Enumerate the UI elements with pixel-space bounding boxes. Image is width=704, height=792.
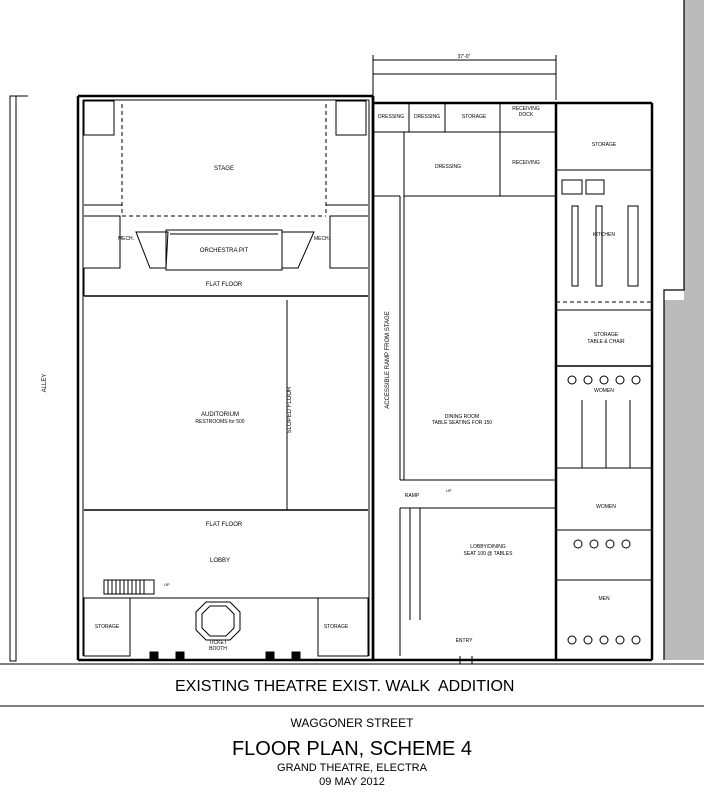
label-receiving: RECEIVING <box>512 160 540 166</box>
label-flat-floor-top: FLAT FLOOR <box>206 282 243 288</box>
room-labels: STAGE ORCHESTRA PIT MECH. MECH. FLAT FLO… <box>42 54 625 652</box>
label-men: MEN <box>598 596 610 602</box>
label-dimension: 37'-0" <box>458 54 471 60</box>
street-lines <box>0 663 704 707</box>
adjacent-building <box>663 0 704 660</box>
label-ramp-vertical: ACCESSIBLE RAMP FROM STAGE <box>385 311 391 408</box>
label-mech-right: MECH. <box>314 236 330 242</box>
addition-inner-walls <box>372 55 652 664</box>
drawing-subtitle: GRAND THEATRE, ELECTRA <box>277 762 427 774</box>
label-ramp: RAMP <box>405 493 420 499</box>
alley-wall <box>9 95 28 662</box>
label-receiving-dock-2: DOCK <box>519 112 534 118</box>
label-entry: ENTRY <box>456 638 474 644</box>
street-name: WAGGONER STREET <box>290 716 414 730</box>
label-storage-top: STORAGE <box>462 114 487 120</box>
drawing-date: 09 MAY 2012 <box>319 776 385 788</box>
zone-existing-theatre: EXISTING THEATRE <box>175 678 328 695</box>
label-ticket-2: BOOTH <box>209 646 227 652</box>
label-women-2: WOMEN <box>596 504 616 510</box>
label-stage: STAGE <box>214 166 234 172</box>
zone-addition: ADDITION <box>438 678 515 695</box>
label-up-1: UP <box>164 582 170 587</box>
zone-exist-walk: EXIST. WALK <box>332 678 431 695</box>
label-auditorium-note: RESTROOMS for 500 <box>195 419 244 425</box>
drawing-title: FLOOR PLAN, SCHEME 4 <box>231 738 473 760</box>
label-up-2: UP <box>446 488 452 493</box>
label-storage-right: STORAGE <box>592 142 617 148</box>
theatre-walls <box>76 94 375 662</box>
label-dining-1: DINING ROOM <box>445 414 479 420</box>
label-sloped-floor: SLOPED FLOOR <box>287 386 293 433</box>
label-lobby-dining-1: LOBBY/DINING <box>470 544 506 550</box>
label-receiving-dock-1: RECEIVING <box>512 106 540 112</box>
label-dressing-2: DRESSING <box>414 114 440 120</box>
label-auditorium: AUDITORIUM <box>201 412 239 418</box>
label-storage-left: STORAGE <box>95 624 120 630</box>
label-storage-table-1: STORAGE <box>594 332 619 338</box>
label-lobby-dining-2: SEAT 100 @ TABLES <box>464 551 514 557</box>
label-ticket-1: TICKET <box>209 640 227 646</box>
label-mech-left: MECH. <box>118 236 134 242</box>
addition-walls <box>371 96 654 662</box>
label-storage-mid: STORAGE <box>324 624 349 630</box>
label-women-1: WOMEN <box>594 388 614 394</box>
label-dressing-3: DRESSING <box>435 164 461 170</box>
label-dining-2: TABLE SEATING FOR 150 <box>432 420 492 426</box>
label-lobby: LOBBY <box>210 558 230 564</box>
label-storage-table-2: TABLE & CHAIR <box>587 339 625 345</box>
label-flat-floor-bottom: FLAT FLOOR <box>206 522 243 528</box>
theatre-inner-walls <box>82 99 370 661</box>
label-kitchen: KITCHEN <box>593 232 615 238</box>
label-alley: ALLEY <box>42 374 48 393</box>
label-dressing-1: DRESSING <box>378 114 404 120</box>
label-orchestra-pit: ORCHESTRA PIT <box>200 248 249 254</box>
